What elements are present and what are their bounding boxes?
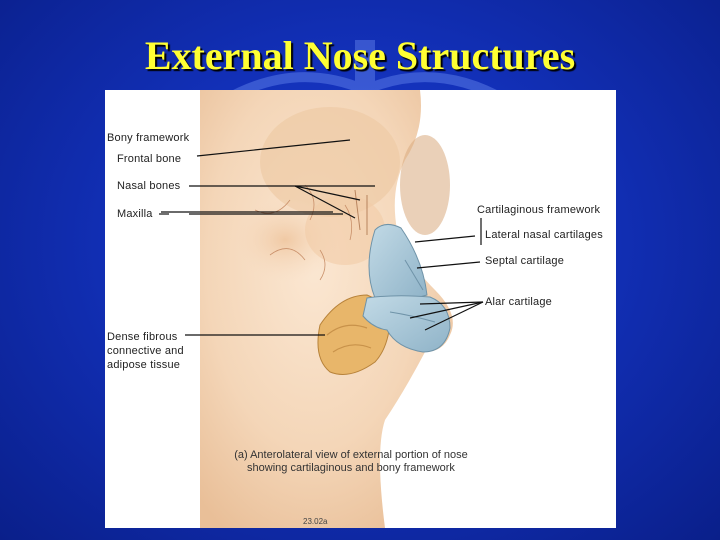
figure-caption: (a) Anterolateral view of external porti… <box>201 449 501 475</box>
orbit-shading <box>260 107 400 217</box>
label-cartilaginous-framework: Cartilaginous framework <box>477 204 601 216</box>
nose-diagram: Bony framework Frontal bone Nasal bones … <box>105 90 616 528</box>
label-nasal-bones: Nasal bones <box>117 180 181 192</box>
lateral-nasal-cartilage <box>368 224 428 300</box>
label-maxilla: Maxilla <box>117 208 153 220</box>
caption-line-2: showing cartilaginous and bony framework <box>247 462 455 474</box>
figure-code: 23.02a <box>303 517 328 526</box>
label-bony-framework: Bony framework <box>107 132 190 144</box>
label-septal-cartilage: Septal cartilage <box>485 255 565 267</box>
slide-title: External Nose Structures <box>144 33 576 78</box>
label-lateral-nasal-cartilages: Lateral nasal cartilages <box>485 229 603 241</box>
label-frontal-bone: Frontal bone <box>117 153 182 165</box>
leader-lines <box>159 139 484 336</box>
label-dense-fibrous-3: adipose tissue <box>107 359 181 371</box>
nose-illustration <box>159 90 484 528</box>
label-alar-cartilage: Alar cartilage <box>485 296 552 308</box>
alar-cartilage <box>362 295 451 353</box>
caption-line-1: (a) Anterolateral view of external porti… <box>234 449 468 461</box>
face-skin <box>200 90 453 528</box>
label-dense-fibrous-2: connective and <box>107 345 184 357</box>
label-dense-fibrous-1: Dense fibrous <box>107 331 178 343</box>
